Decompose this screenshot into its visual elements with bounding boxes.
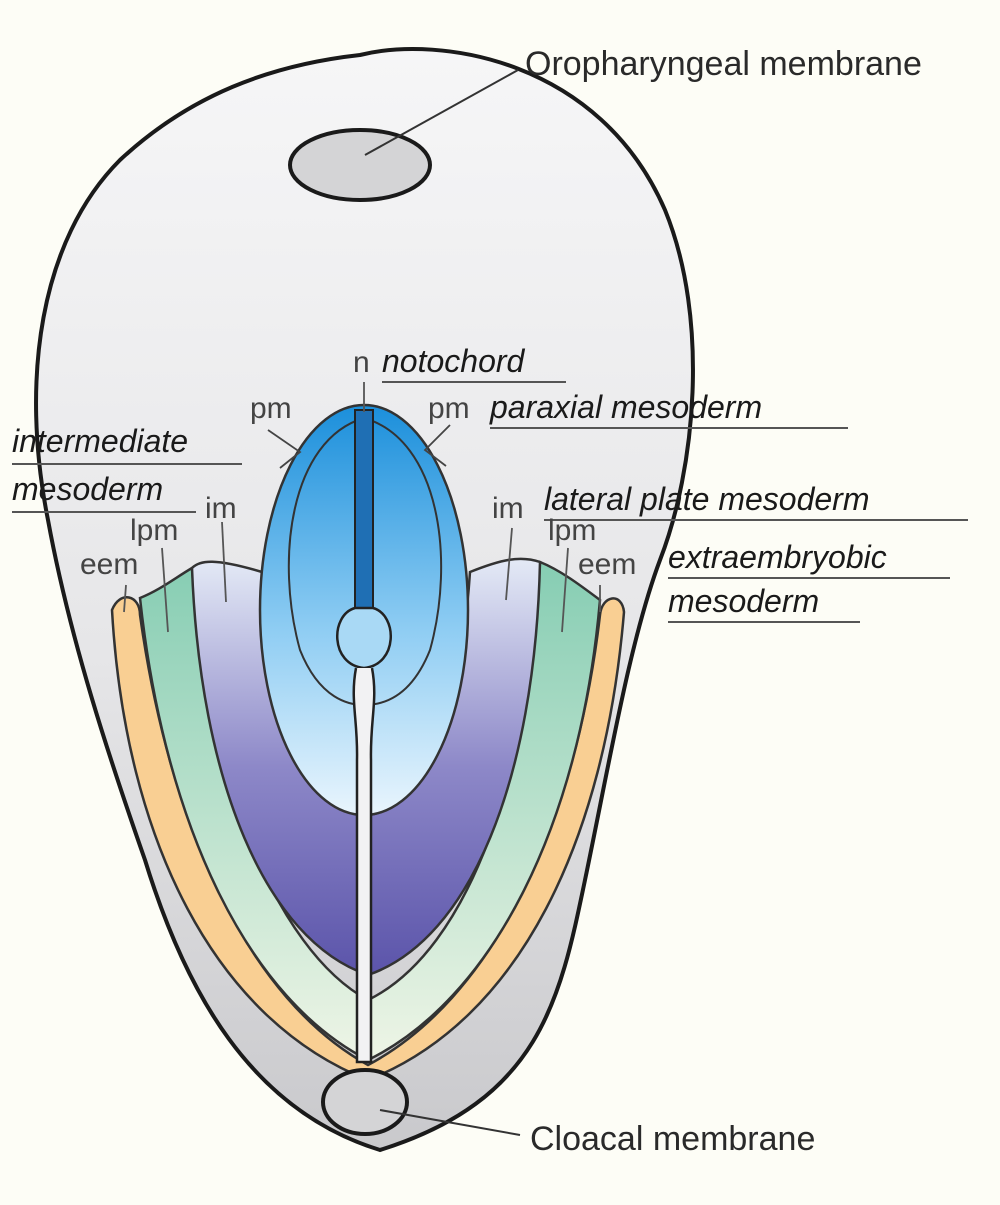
- im-left-tick: [221, 521, 227, 603]
- extraembryonic-mesoderm-label-line1: extraembryobic: [668, 539, 887, 575]
- pm-left-label: pm: [250, 392, 292, 425]
- pm-left-pointer: [267, 429, 302, 469]
- im-left-label: im: [205, 492, 237, 525]
- lateral-plate-mesoderm-label: lateral plate mesoderm: [544, 481, 869, 517]
- primitive-streak: [352, 667, 376, 1064]
- paraxial-mesoderm-label: paraxial mesoderm: [489, 389, 762, 425]
- cloacal-leader: [379, 1109, 521, 1136]
- pm-right-label: pm: [428, 392, 470, 425]
- im-right-tick: [505, 527, 513, 601]
- oropharyngeal-leader: [364, 69, 519, 156]
- eem-left-label: eem: [80, 548, 138, 581]
- notochord-label: notochord: [382, 343, 526, 379]
- lpm-right-label: lpm: [548, 514, 596, 547]
- oropharyngeal-membrane-label: Oropharyngeal membrane: [525, 45, 922, 83]
- lpm-left-label: lpm: [130, 514, 178, 547]
- eem-right-label: eem: [578, 548, 636, 581]
- intermediate-mesoderm-label-line2: mesoderm: [12, 471, 163, 507]
- cloacal-membrane: [321, 1068, 409, 1136]
- eem-left-tick: [123, 584, 127, 613]
- n-abbr-label: n: [353, 346, 370, 379]
- notochord-rod: [354, 409, 374, 611]
- im-right-label: im: [492, 492, 524, 525]
- extraembryonic-mesoderm-label-line2: mesoderm: [668, 583, 819, 619]
- lpm-left-tick: [161, 547, 169, 633]
- oropharyngeal-membrane: [288, 128, 432, 202]
- intermediate-mesoderm-label-line1: intermediate: [12, 423, 188, 459]
- primitive-node: [336, 606, 392, 670]
- lpm-right-tick: [561, 547, 569, 633]
- cloacal-membrane-label: Cloacal membrane: [530, 1120, 815, 1158]
- pm-right-pointer: [423, 424, 451, 467]
